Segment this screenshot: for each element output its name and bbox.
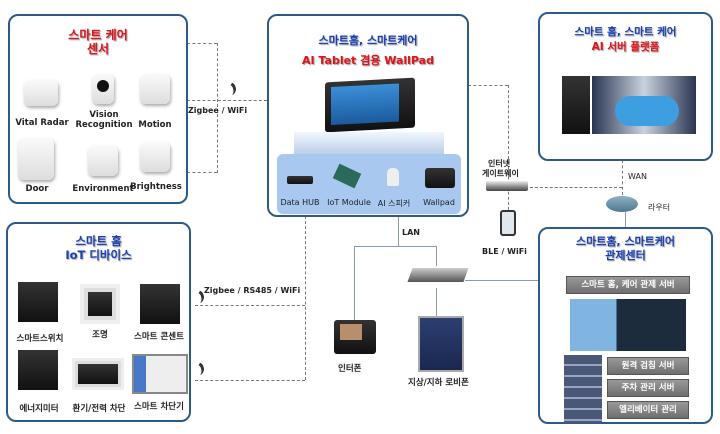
link-sensors-wallpad: [187, 100, 267, 101]
internet-gateway-icon: [486, 181, 528, 191]
link-switch: [436, 246, 437, 266]
link-lan-h: [354, 246, 436, 247]
parking-server-bar: 주차 관리 서버: [607, 379, 689, 397]
lan-label: LAN: [402, 228, 420, 237]
control-center-panel: 스마트홈, 스마트케어 관제센터 스마트 홈, 케어 관제 서버 원격 검침 서…: [538, 227, 713, 424]
iot-devices-title: 스마트 홈: [75, 234, 122, 248]
door-sensor-image: [18, 138, 54, 180]
iot-module-label: IoT Module: [327, 198, 371, 207]
wallpad-components-panel: Data HUB IoT Module AI 스피커 Wallpad: [277, 154, 461, 214]
environment-sensor-image: [88, 146, 118, 176]
server-rack-icon: [564, 355, 602, 423]
wallpad-beam: [294, 132, 444, 154]
cloud-icon: [615, 96, 679, 126]
smart-switch-image: [18, 282, 58, 322]
smart-breaker-label: 스마트 차단기: [134, 402, 184, 412]
wallpad-label: Wallpad: [423, 198, 455, 207]
brightness-label: Brightness: [130, 182, 182, 192]
iot-module-image: [332, 163, 362, 189]
smartphone-icon: [500, 210, 516, 236]
link-lan: [398, 216, 399, 246]
lighting-label: 조명: [92, 330, 108, 340]
link-router-center: [625, 212, 626, 227]
link-sensors-bottom: [187, 172, 217, 173]
gateway-label-2: 게이트웨이: [482, 169, 519, 178]
link-lobby: [436, 288, 437, 316]
zigbee-rs485-wifi-label: Zigbee / RS485 / WiFi: [204, 286, 301, 295]
ventilation-label: 환기/전력 차단: [72, 404, 126, 414]
energy-meter-image: [18, 350, 58, 390]
lobby-phone-label: 지상/지하 로비폰: [408, 378, 469, 388]
vision-camera-image: [92, 74, 114, 104]
control-center-title: 스마트홈, 스마트케어: [575, 235, 676, 248]
ble-wifi-label: BLE / WiFi: [482, 247, 527, 256]
smart-breaker-image: [132, 354, 188, 394]
smart-outlet-label: 스마트 콘센트: [134, 332, 184, 342]
link-switch-center: [465, 280, 538, 281]
data-hub-label: Data HUB: [280, 198, 320, 207]
care-sensors-panel: 스마트 케어 센서 Vital Radar Vision Recognition…: [8, 14, 188, 204]
remote-metering-server-bar: 원격 검침 서버: [607, 357, 689, 375]
motion-label: Motion: [138, 120, 172, 130]
control-room-image: [570, 299, 686, 351]
energy-meter-label: 에너지미터: [19, 404, 59, 414]
smart-switch-label: 스마트스위치: [16, 334, 64, 344]
care-sensors-title: 스마트 케어: [68, 28, 128, 42]
brightness-sensor-image: [140, 142, 170, 172]
wireless-signal-icon: [220, 80, 238, 98]
ai-server-subtitle: AI 서버 플랫폼: [591, 41, 660, 53]
vital-radar-label: Vital Radar: [15, 118, 69, 128]
recognition-label: Recognition: [75, 120, 133, 130]
intercom-image: [334, 320, 376, 354]
lighting-switch-image: [80, 284, 120, 324]
vision-label: Vision: [89, 110, 119, 120]
vital-radar-image: [24, 80, 58, 106]
gateway-label-1: 인터넷: [488, 159, 511, 168]
link-iot-bottom: [195, 380, 305, 381]
control-center-subtitle: 관제센터: [605, 249, 646, 262]
care-sensors-subtitle: 센서: [86, 42, 110, 56]
data-hub-image: [287, 176, 313, 184]
link-wallpad-gateway: [468, 85, 508, 86]
link-intercom: [354, 246, 355, 320]
wallpad-title: 스마트홈, 스마트케어: [318, 34, 418, 47]
link-gateway-router: [530, 187, 622, 188]
motion-sensor-image: [140, 74, 170, 104]
server-tower-image: [562, 76, 590, 134]
link-iot-top: [195, 305, 305, 306]
zigbee-wifi-label: Zigbee / WiFi: [188, 106, 248, 115]
wallpad-subtitle: AI Tablet 겸용 WallPad: [302, 54, 434, 67]
intercom-label: 인터폰: [338, 364, 362, 374]
link-sensors-top: [187, 43, 217, 44]
ai-server-panel: 스마트 홈, 스마트 케어 AI 서버 플랫폼: [538, 12, 713, 161]
ai-speaker-image: [387, 168, 399, 186]
link-gateway-vertical: [508, 85, 509, 215]
ai-server-title: 스마트 홈, 스마트 케어: [574, 26, 677, 38]
router-label: 라우터: [648, 203, 671, 212]
main-control-server-bar: 스마트 홈, 케어 관제 서버: [566, 276, 690, 294]
ai-speaker-label: AI 스피커: [377, 199, 411, 208]
door-label: Door: [25, 184, 49, 194]
wallpad-panel: 스마트홈, 스마트케어 AI Tablet 겸용 WallPad Data HU…: [267, 14, 469, 217]
wallpad-device-image: [425, 168, 455, 188]
smart-outlet-image: [140, 284, 180, 324]
iot-devices-subtitle: IoT 디바이스: [65, 248, 132, 262]
iot-devices-panel: 스마트 홈 IoT 디바이스 스마트스위치 조명 스마트 콘센트 에너지미터 환…: [6, 222, 191, 422]
environment-label: Environment: [72, 184, 134, 194]
ventilation-panel-image: [72, 358, 124, 390]
link-wan: [622, 160, 623, 195]
network-switch-icon: [407, 268, 469, 282]
lobby-phone-image: [418, 316, 464, 372]
router-icon: [606, 196, 638, 212]
wallpad-tablet-image: [325, 77, 415, 133]
link-wallpad-iot: [305, 216, 306, 380]
elevator-server-bar: 엘리베이터 관리: [607, 401, 689, 419]
wan-label: WAN: [628, 172, 647, 181]
link-sensors-vertical: [217, 43, 218, 173]
